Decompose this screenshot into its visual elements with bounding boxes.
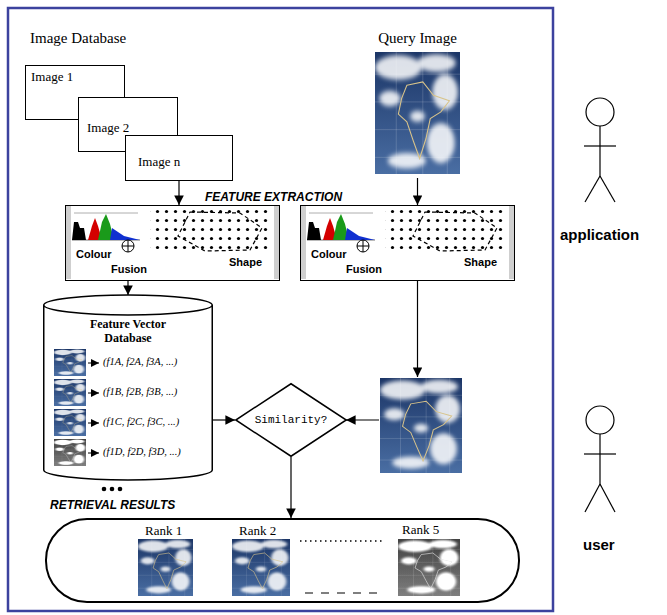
node-text: Image 2 [87,120,129,136]
node-text: Rank 2 [239,523,276,539]
row-arrows [88,363,99,453]
flow-arrow [178,181,179,205]
node-text: Rank 5 [402,522,439,538]
flow-arrow [127,281,128,295]
feature-icons [66,206,279,279]
node-text: Rank 1 [145,523,182,539]
node-text: Feature Vector Database [69,317,187,346]
feature-extractor: ColourFusion Shape [300,205,515,281]
image-box: Image n [125,135,233,181]
query-thumbnail [380,378,462,473]
decision-diamond: Similarity? [235,383,347,457]
feature-icons [301,206,514,279]
node-text: Colour [311,248,346,260]
dotted-gap [300,540,385,541]
actor-label: user [583,536,615,553]
node-text: Fusion [111,263,147,275]
node-text: Fusion [346,263,382,275]
node-text: Colour [76,248,111,260]
outline [236,384,347,457]
result-image [138,539,193,596]
actor-label: application [560,226,639,243]
db-thumbnails [54,349,86,466]
dashed-gap [305,592,385,593]
query-image-node: Query Image [367,28,468,178]
results-panel: Rank 1 Rank 2 Rank 5 [45,518,520,603]
node-text: Query Image [378,30,457,47]
flow-arrow [213,419,235,420]
flow-arrow [417,178,418,205]
frame [8,8,553,611]
group-title: Image Database [30,30,126,47]
flow-arrow [290,457,291,518]
result-image [398,539,460,596]
stage-label: FEATURE EXTRACTION [205,190,342,204]
node-text: Image n [138,154,180,170]
arrow-line [417,281,418,377]
node-text: (f1C, f2C, f3C, ...) [103,416,179,427]
query-image [375,52,460,174]
node-text: Image 1 [31,69,73,85]
node-text: (f1D, f2D, f3D, ...) [103,446,181,457]
node-text: (f1B, f2B, f3B, ...) [103,386,177,397]
stage-label: RETRIEVAL RESULTS [50,498,175,512]
node-text: Shape [464,256,497,268]
feature-extractor: ColourFusion Shape [65,205,280,281]
database-cylinder: Feature Vector Database (f1A, f2A, f3A, .… [43,295,213,480]
outline [44,295,213,480]
arrow-line [346,419,379,420]
result-image [232,539,290,596]
node-text: Similarity? [255,414,328,426]
stick-figure [584,98,616,202]
node-text: (f1A, f2A, f3A, ...) [103,356,177,367]
stick-figure [584,406,616,512]
more-dots [102,487,123,492]
node-text: Shape [229,256,262,268]
